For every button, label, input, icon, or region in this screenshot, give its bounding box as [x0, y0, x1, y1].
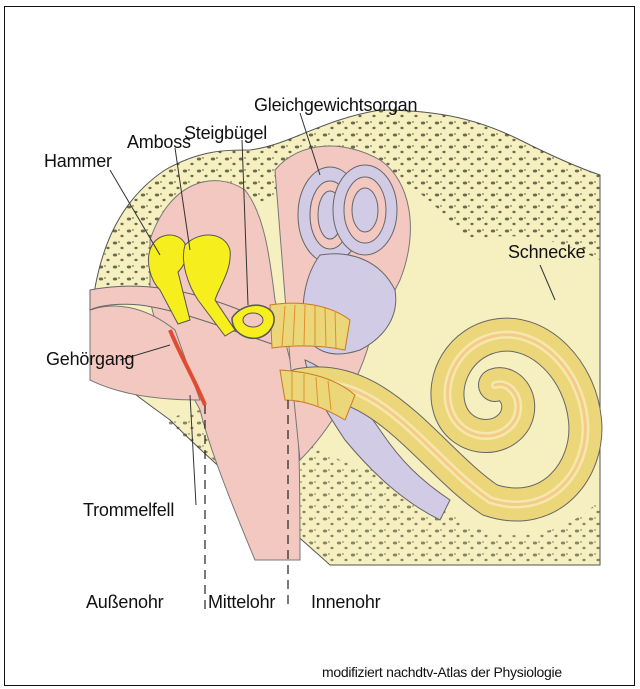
- label-gehoergang: Gehörgang: [46, 349, 134, 369]
- label-schnecke: Schnecke: [508, 242, 585, 262]
- label-innenohr: Innenohr: [311, 592, 380, 612]
- label-gleichgewichtsorgan: Gleichgewichtsorgan: [254, 95, 417, 115]
- label-trommelfell: Trommelfell: [83, 500, 174, 520]
- source-credit: modifiziert nachdtv-Atlas der Physiologi…: [322, 664, 562, 680]
- label-mittelohr: Mittelohr: [208, 592, 275, 612]
- label-hammer: Hammer: [44, 151, 112, 171]
- label-aussenohr: Außenohr: [86, 592, 163, 612]
- label-steigbuegel: Steigbügel: [184, 123, 267, 143]
- label-amboss: Amboss: [127, 132, 191, 152]
- semicircular-canals: [298, 165, 397, 263]
